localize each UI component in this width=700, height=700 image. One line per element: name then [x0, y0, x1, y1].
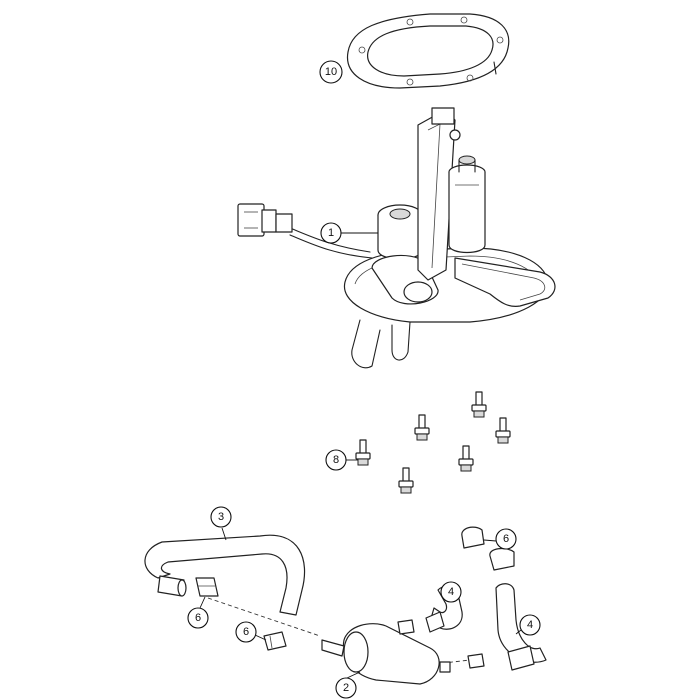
clip-middle: [263, 631, 287, 651]
callout-2: 2: [335, 671, 361, 699]
callout-label-4-lower: 4: [527, 619, 533, 631]
callout-6-middle: 6: [235, 621, 267, 643]
callout-10: 10: [319, 60, 343, 84]
callout-label-6-right: 6: [503, 533, 509, 545]
callout-3: 3: [210, 506, 232, 541]
callout-label-8: 8: [333, 454, 339, 466]
fuel-filter: [321, 623, 451, 685]
hose-clamp-small-right: [397, 619, 485, 669]
bent-hose: [144, 534, 306, 616]
screw-3: [495, 417, 511, 444]
screw-4: [355, 439, 371, 466]
hose-clamp-left: [195, 577, 219, 597]
callout-label-4-upper: 4: [448, 586, 454, 598]
screw-1: [414, 414, 430, 441]
callout-label-3: 3: [218, 511, 224, 523]
callout-8: 8: [325, 449, 358, 471]
callout-label-6-middle: 6: [243, 626, 249, 638]
callout-6-right: 6: [483, 528, 517, 550]
screw-set: [355, 391, 511, 494]
callout-1: 1: [320, 222, 378, 244]
hose-clamp-upper-right: [461, 526, 515, 571]
fuel-pump-assembly: [237, 107, 556, 369]
callout-6-left: 6: [187, 596, 209, 629]
screw-6: [398, 467, 414, 494]
callout-label-6-left: 6: [195, 612, 201, 624]
callout-label-10: 10: [325, 66, 337, 78]
callout-label-2: 2: [343, 682, 349, 694]
callout-4-lower: 4: [515, 614, 541, 636]
elbow-hose-lower: [495, 583, 547, 671]
callout-label-1: 1: [328, 227, 334, 239]
screw-5: [458, 445, 474, 472]
screw-2: [471, 391, 487, 418]
gasket-ring: [346, 13, 510, 89]
callout-4-upper: 4: [440, 581, 462, 603]
